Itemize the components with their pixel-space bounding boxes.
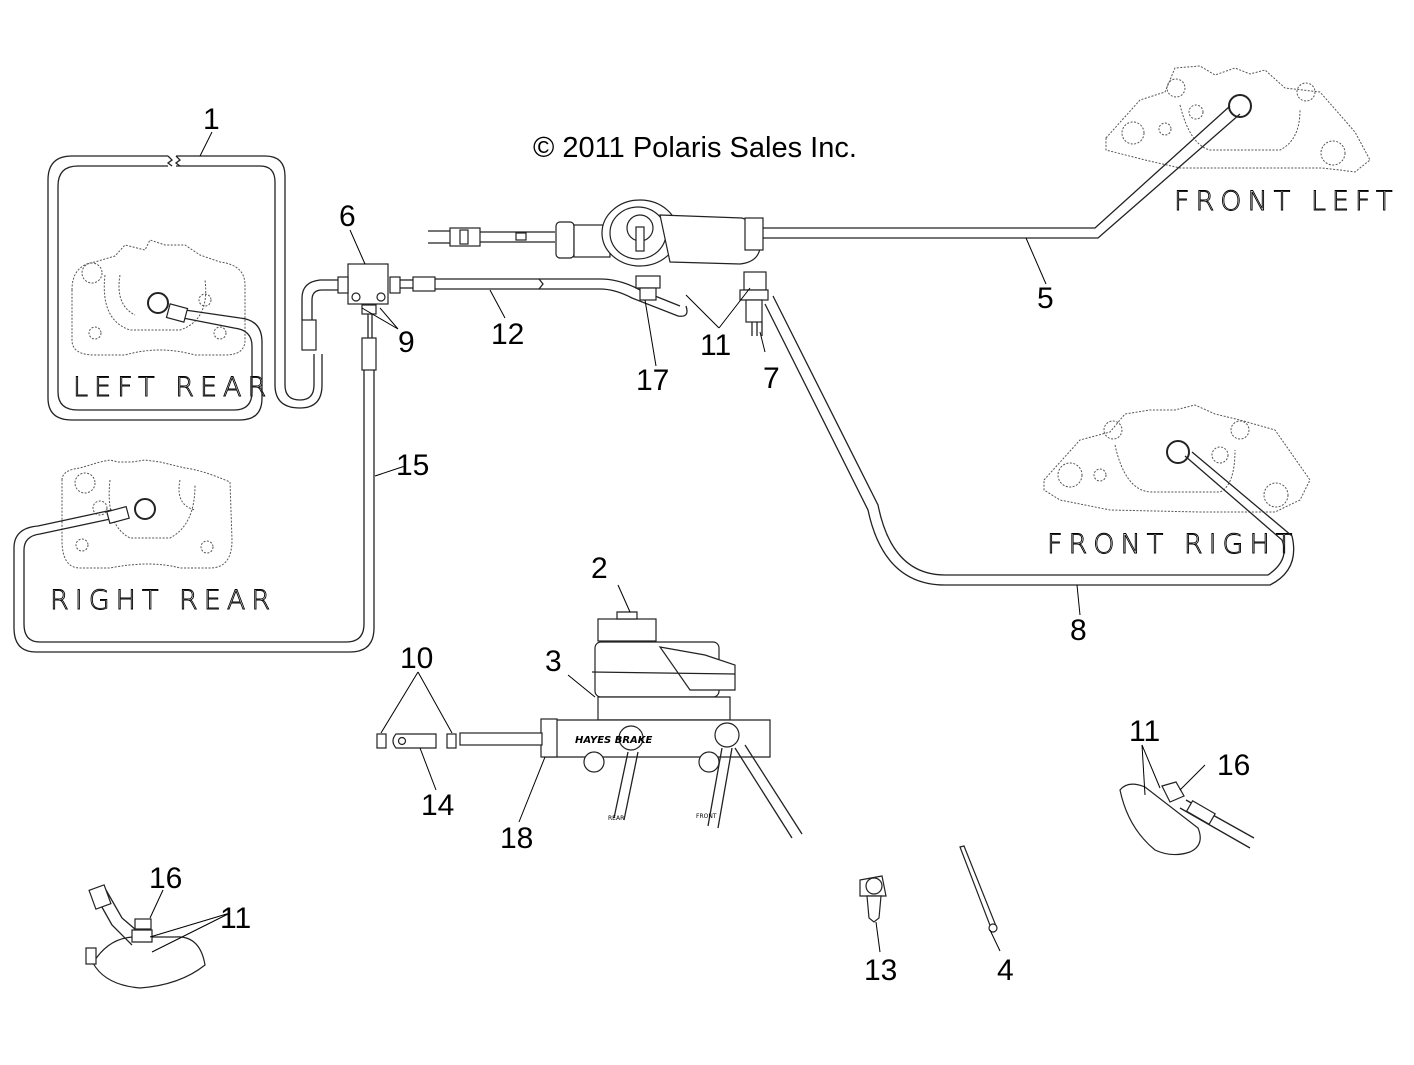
callout-6: 6 (339, 200, 356, 233)
callout-12: 12 (491, 318, 524, 351)
callout-9: 9 (398, 326, 415, 359)
bleeder-pin-4 (959, 845, 998, 933)
leader-lines (149, 131, 1206, 953)
callout-17: 17 (636, 364, 669, 397)
right-rear-label: RIGHT REAR (50, 585, 276, 616)
left-rear-label: LEFT REAR (73, 372, 272, 403)
master-cylinder-brand: HAYES BRAKE (575, 735, 653, 746)
left-rear-caliper: LEFT REAR (71, 239, 272, 403)
brake-line-1 (47, 155, 342, 421)
port-label-front: FRONT (696, 813, 717, 820)
port-label-rear: REAR (608, 815, 624, 822)
callout-10: 10 (400, 642, 433, 675)
front-left-label: FRONT LEFT (1174, 186, 1398, 217)
callout-8: 8 (1070, 614, 1087, 647)
callout-numbers: 1 2 3 4 5 6 7 8 9 10 11 11 11 12 13 14 1… (149, 103, 1250, 987)
brake-line-12 (400, 276, 688, 317)
callout-16-right: 16 (1217, 749, 1250, 782)
brake-line-8 (764, 295, 1295, 586)
caliper-detail-bottom-left (85, 884, 206, 989)
callout-11-right: 11 (1129, 715, 1160, 748)
callout-2: 2 (591, 552, 608, 585)
fitting-13 (859, 875, 887, 923)
front-right-label: FRONT RIGHT (1047, 529, 1298, 560)
clevis-and-jam-nuts (376, 733, 457, 749)
callout-1: 1 (203, 103, 220, 136)
brake-line-15 (13, 337, 377, 653)
callout-11-top: 11 (700, 329, 731, 362)
callout-3: 3 (545, 645, 562, 678)
callout-16-bottom: 16 (149, 862, 182, 895)
callout-11-bottom: 11 (220, 902, 251, 935)
right-rear-caliper: RIGHT REAR (50, 459, 276, 616)
caliper-detail-right (1119, 781, 1255, 856)
callout-5: 5 (1037, 282, 1054, 315)
front-left-caliper: FRONT LEFT (1105, 65, 1398, 217)
front-right-caliper: FRONT RIGHT (1043, 404, 1311, 560)
master-cylinder: HAYES BRAKE REAR FRONT (459, 611, 803, 839)
callout-18: 18 (500, 822, 533, 855)
callout-14: 14 (421, 789, 454, 822)
junction-block (337, 263, 401, 338)
callout-15: 15 (396, 449, 429, 482)
brake-valve-assembly (428, 199, 1030, 336)
copyright-text: © 2011 Polaris Sales Inc. (533, 132, 857, 164)
callout-7: 7 (763, 362, 780, 395)
brake-line-5 (1030, 105, 1241, 239)
callout-4: 4 (997, 954, 1014, 987)
callout-13: 13 (864, 954, 897, 987)
